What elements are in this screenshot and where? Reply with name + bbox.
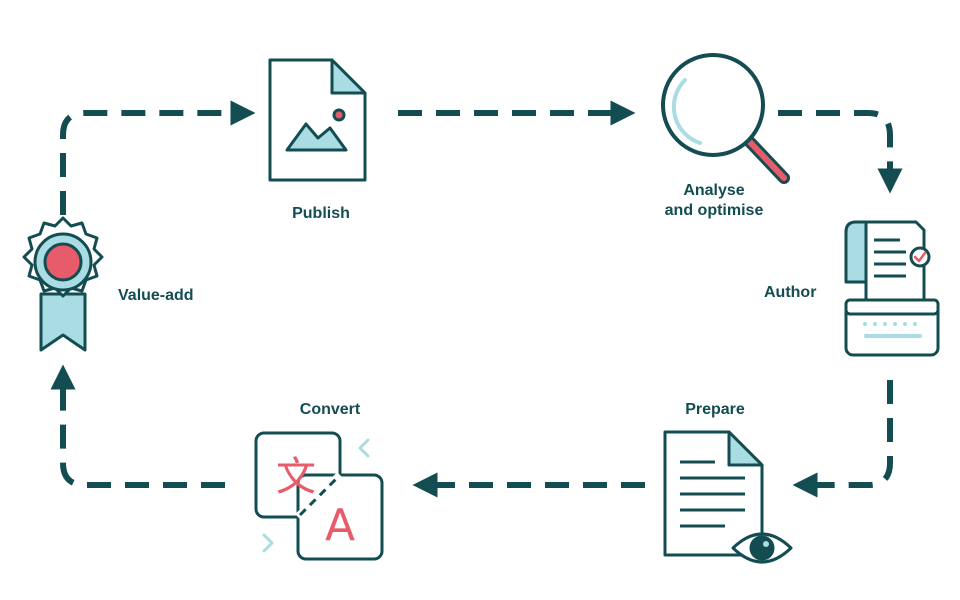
step-label-value-add: Value-add [118, 286, 194, 306]
step-label-prepare: Prepare [685, 400, 745, 420]
magnifier-icon [661, 53, 790, 184]
step-label-publish: Publish [292, 204, 350, 224]
connector-lines [50, 100, 903, 498]
step-label-line: Publish [292, 205, 350, 222]
step-label-line: Convert [299, 401, 361, 418]
chevron-left-icon [358, 438, 370, 458]
arrow-convert-to-valueadd [50, 364, 225, 488]
step-label-analyse: Analyse and optimise [665, 181, 764, 221]
step-label-author: Author [764, 283, 816, 303]
document-eye-icon [663, 430, 793, 564]
step-label-line: Prepare [685, 401, 745, 418]
arrow-valueadd-to-publish [60, 100, 256, 215]
arrow-analyse-to-author [778, 110, 903, 194]
step-label-line: Author [764, 284, 817, 301]
document-image-icon [268, 58, 367, 182]
translate-icon: 文 A [254, 431, 384, 561]
step-label-line: and optimise [664, 202, 764, 219]
typewriter-icon [844, 220, 940, 357]
arrow-author-to-prepare [792, 380, 893, 498]
translate-source-glyph: 文 [276, 454, 316, 500]
chevron-right-icon [262, 533, 274, 553]
step-label-line: Value-add [118, 287, 194, 304]
translate-target-glyph: A [325, 500, 355, 551]
step-label-convert: Convert [300, 400, 360, 420]
award-ribbon-icon [22, 216, 104, 352]
step-label-line: Analyse [683, 182, 745, 199]
